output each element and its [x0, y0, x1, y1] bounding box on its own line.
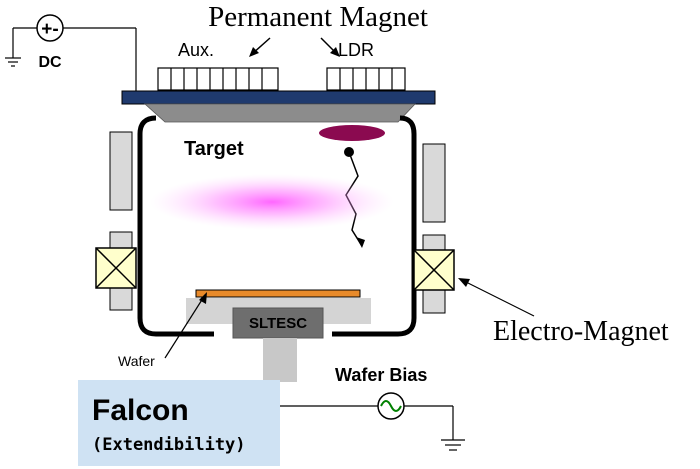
- chuck-pedestal: [263, 338, 297, 382]
- dc-polarity-label: +-: [41, 19, 58, 40]
- target-material: [143, 103, 416, 123]
- ldr-erosion-spot: [319, 125, 385, 141]
- ldr-magnet-array: [326, 67, 406, 91]
- electro-magnet-arrow-icon: [458, 278, 535, 317]
- permanent-magnet-label: Permanent Magnet: [208, 1, 428, 33]
- dc-power-supply: +- DC: [5, 14, 137, 92]
- coil-upper-left: [109, 131, 133, 211]
- electron-path-arrow-icon: [356, 237, 365, 248]
- wafer-label: Wafer: [118, 353, 155, 369]
- bias-ground-icon: [441, 439, 465, 451]
- falcon-label: Falcon: [92, 394, 189, 427]
- target-backing-plate: [121, 90, 436, 105]
- coil-upper-right: [422, 143, 446, 223]
- electro-magnet-label: Electro-Magnet: [493, 316, 669, 347]
- aux-magnet-array: [157, 67, 279, 91]
- ldr-magnet-label: LDR: [338, 40, 374, 60]
- electro-magnet-left: [95, 131, 137, 311]
- extendibility-label: (Extendibility): [92, 435, 246, 455]
- ac-wave-icon: [380, 400, 402, 412]
- chamber-wall-left: [137, 115, 214, 337]
- dc-source-icon: [36, 14, 64, 42]
- aux-magnet-label: Aux.: [178, 40, 214, 60]
- falcon-box: [78, 380, 280, 466]
- aux-arrow-icon: [249, 37, 271, 57]
- sltesc-label: SLTESC: [249, 315, 307, 332]
- wafer-arrow-icon: [164, 292, 207, 359]
- wafer: [195, 289, 361, 298]
- ground-icon: [5, 57, 21, 67]
- target-label: Target: [184, 138, 244, 160]
- ldr-arrow-icon: [320, 37, 340, 57]
- wafer-bias-label: Wafer Bias: [335, 365, 427, 385]
- plasma-glow: [150, 174, 394, 230]
- electro-magnet-right: [413, 143, 455, 314]
- chamber-wall-right: [332, 115, 417, 337]
- dc-label: DC: [38, 54, 62, 71]
